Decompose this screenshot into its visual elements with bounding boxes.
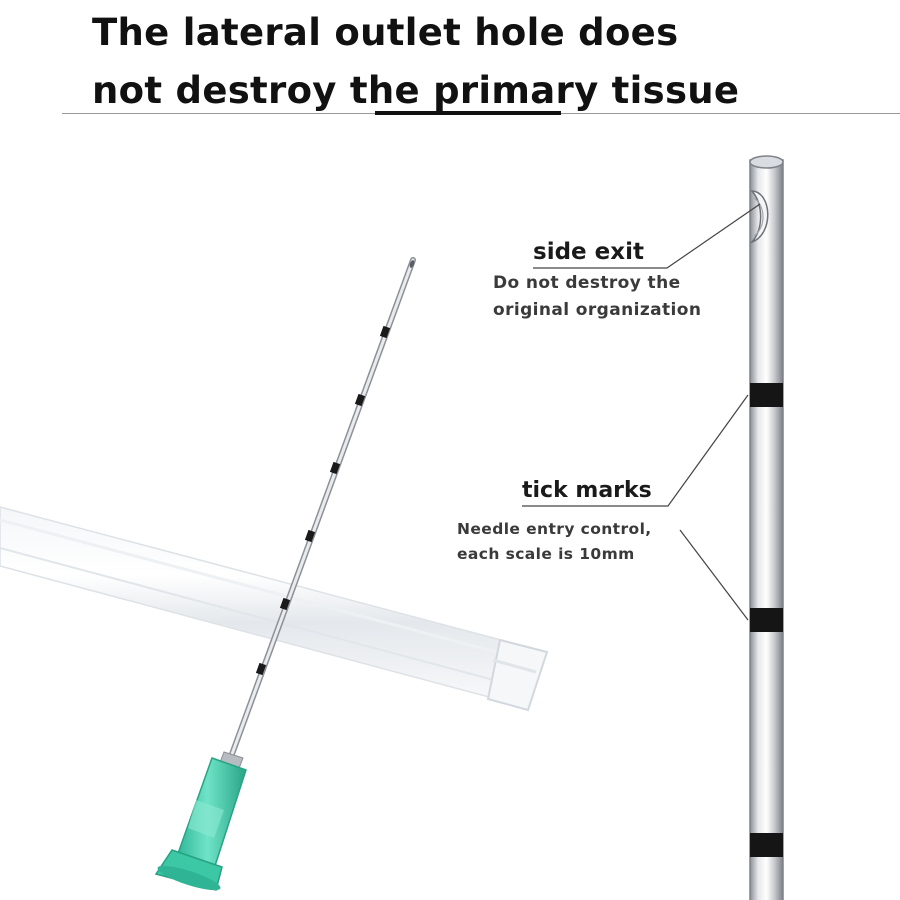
luer-hub-icon	[154, 751, 247, 891]
side-exit-line-2: original organization	[493, 300, 702, 320]
headline-line-1: The lateral outlet hole does	[92, 11, 679, 54]
side-exit-hole-icon	[749, 190, 769, 244]
side-exit-description: Do not destroy the original organization	[493, 270, 701, 324]
magnified-cannula	[749, 155, 784, 900]
headline: The lateral outlet hole does not destroy…	[92, 4, 882, 120]
tick-marks-line-1: Needle entry control,	[457, 520, 652, 538]
callout-leaders	[522, 203, 761, 621]
magnified-tick-marks	[750, 383, 783, 857]
side-exit-line-1: Do not destroy the	[493, 273, 681, 293]
headline-line-2: not destroy the primary tissue	[92, 69, 740, 112]
header-divider-accent	[375, 111, 561, 115]
protective-sheath	[0, 506, 549, 712]
side-exit-title: side exit	[533, 239, 644, 265]
diagonal-tick-marks	[255, 325, 391, 676]
tick-marks-description: Needle entry control, each scale is 10mm	[457, 517, 652, 567]
diagonal-cannula	[225, 257, 416, 768]
tick-marks-line-2: each scale is 10mm	[457, 545, 635, 563]
tick-marks-title: tick marks	[522, 478, 652, 503]
